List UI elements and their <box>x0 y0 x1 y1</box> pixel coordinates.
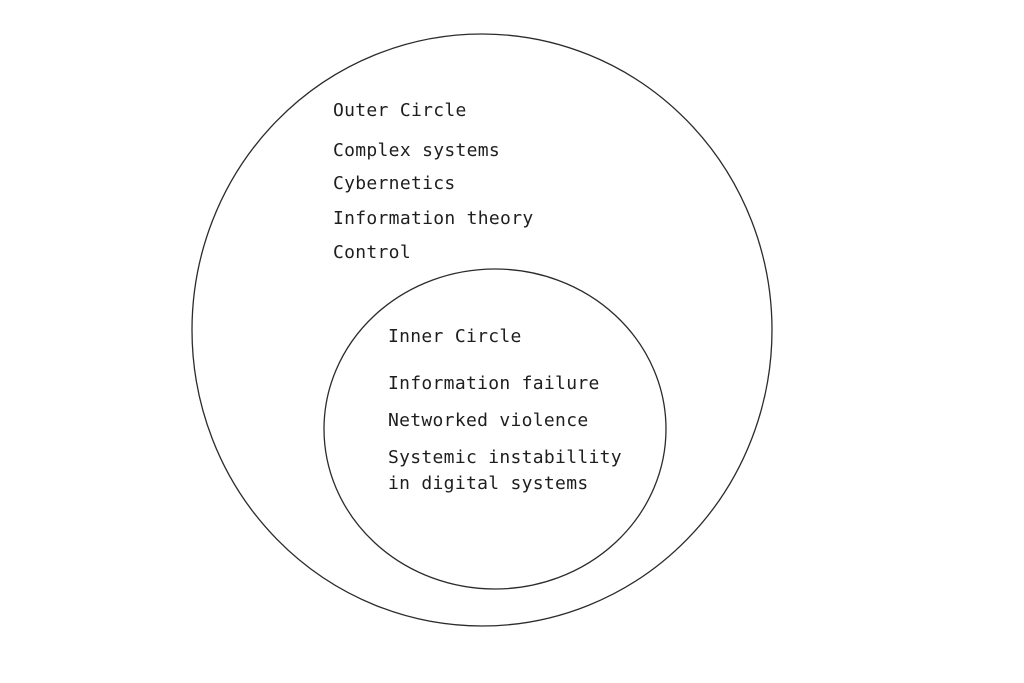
inner-circle-title: Inner Circle <box>388 326 522 347</box>
outer-circle-title: Outer Circle <box>333 100 467 121</box>
inner-circle-item: Networked violence <box>388 410 589 431</box>
outer-circle-item: Control <box>333 242 411 263</box>
outer-circle-item: Information theory <box>333 208 534 229</box>
outer-circle-item: Cybernetics <box>333 173 456 194</box>
inner-circle-shape <box>323 268 667 590</box>
outer-circle-item: Complex systems <box>333 140 501 161</box>
outer-circle-shape <box>191 33 773 627</box>
inner-circle-item: Information failure <box>388 373 600 394</box>
inner-circle-item: Systemic instabillity in digital systems <box>388 447 622 494</box>
